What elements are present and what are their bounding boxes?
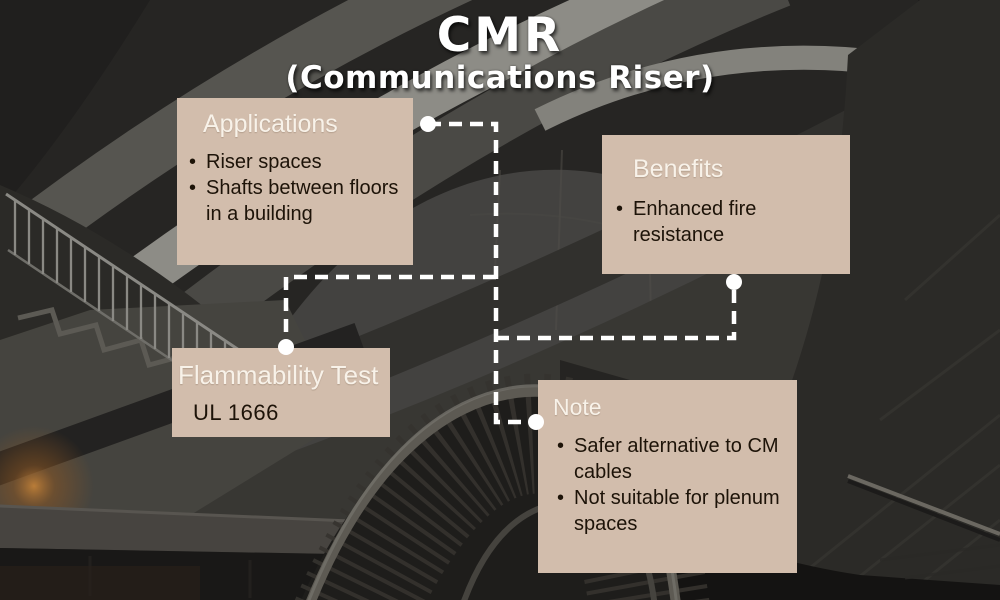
title-block: CMR (Communications Riser) <box>0 12 1000 95</box>
applications-list: Riser spaces Shafts between floors in a … <box>189 149 409 227</box>
subtitle: (Communications Riser) <box>285 60 715 96</box>
flammability-test-box: Flammability Test UL 1666 <box>172 348 390 437</box>
note-list: Safer alternative to CM cables Not suita… <box>557 433 795 537</box>
bullet-item: Safer alternative to CM cables <box>557 433 795 485</box>
applications-title: Applications <box>203 110 338 138</box>
right-handrail <box>847 474 1000 536</box>
bullet-item: Enhanced fire resistance <box>616 196 846 248</box>
flammability-standard: UL 1666 <box>193 400 279 425</box>
benefits-title: Benefits <box>633 155 724 183</box>
note-title: Note <box>553 394 602 420</box>
bullet-item: Riser spaces <box>189 149 409 175</box>
flammability-test-title: Flammability Test <box>178 360 379 390</box>
main-title: CMR <box>436 8 564 63</box>
applications-box: Applications Riser spaces Shafts between… <box>177 98 413 265</box>
stair-railing-grid <box>5 192 243 408</box>
bullet-item: Not suitable for plenum spaces <box>557 485 795 537</box>
benefits-list: Enhanced fire resistance <box>616 196 846 248</box>
benefits-box: Benefits Enhanced fire resistance <box>602 135 850 274</box>
note-box: Note Safer alternative to CM cables Not … <box>538 380 797 573</box>
bullet-item: Shafts between floors in a building <box>189 175 409 227</box>
